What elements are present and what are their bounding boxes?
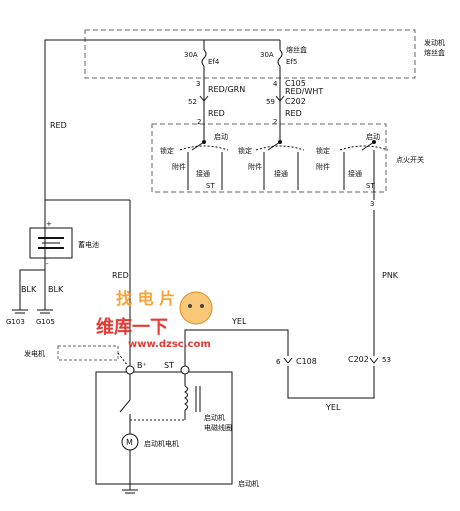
- wire-label-red-2: RED: [285, 109, 302, 118]
- pin-52: 52: [188, 98, 197, 106]
- ign-st-1: ST: [206, 182, 215, 190]
- wire-label-red-wht: RED/WHT: [285, 87, 323, 96]
- fuse-ef4-symbol: [201, 49, 207, 67]
- watermark-site-cn: 维库一下: [96, 316, 168, 338]
- ignition-switch-box: [151, 123, 387, 193]
- wire-yel-bottom: [287, 366, 375, 399]
- starter-label: 启动机: [238, 479, 259, 488]
- connector-59-symbol: [275, 95, 285, 102]
- battery-label: 蓄电池: [78, 240, 99, 249]
- ground-g103: G103: [6, 318, 25, 326]
- connector-c202-bottom-symbol: [369, 357, 379, 364]
- fuse-box-label-1: 发动机: [424, 38, 445, 47]
- ign-lock-3: 锁定: [316, 146, 330, 155]
- connector-c108-symbol: [283, 357, 293, 364]
- ign-start-3: 启动: [366, 132, 380, 141]
- generator-box: [57, 345, 119, 361]
- ground-g105: G105: [36, 318, 55, 326]
- fuse-ef5-symbol: [277, 49, 283, 67]
- battery-symbol: [29, 227, 73, 259]
- wire-label-blk-1: BLK: [21, 285, 37, 294]
- pin-3-bottom: 3: [370, 200, 374, 208]
- starter-contact: [119, 399, 131, 413]
- terminal-st: [180, 365, 190, 375]
- ign-on-1: 接通: [196, 169, 210, 178]
- wire-label-red-left: RED: [50, 121, 67, 130]
- generator-label: 发电机: [24, 349, 45, 358]
- solenoid-label-2: 电磁线圈: [204, 423, 232, 432]
- watermark-mascot-icon: [179, 291, 213, 325]
- watermark: 找 电 片 维库一下 www.dzsc.com: [96, 289, 213, 350]
- battery-plus: +: [46, 220, 52, 228]
- ign-acc-2: 附件: [248, 162, 262, 171]
- watermark-url: www.dzsc.com: [128, 339, 211, 350]
- ign-on-3: 接通: [348, 169, 362, 178]
- wire-label-red-1: RED: [208, 109, 225, 118]
- ign-start-1: 启动: [214, 132, 228, 141]
- motor-label: 启动机电机: [144, 439, 179, 448]
- connector-52-symbol: [199, 95, 209, 102]
- starter-box: [95, 371, 233, 485]
- fuse-ef5-name: Ef5: [286, 58, 297, 66]
- watermark-logo-text: 找 电 片: [116, 289, 175, 308]
- connector-c202-bottom: C202: [348, 355, 369, 364]
- wire-label-pnk: PNK: [382, 271, 399, 280]
- wire-label-blk-2: BLK: [48, 285, 64, 294]
- battery-feed-wire: [44, 39, 204, 270]
- pin-2a: 2: [197, 118, 201, 126]
- terminal-st-label: ST: [164, 361, 174, 370]
- connector-c105: C105: [285, 79, 306, 88]
- pin-3: 3: [196, 80, 200, 88]
- ign-st-3: ST: [366, 182, 375, 190]
- pin-4: 4: [273, 80, 278, 88]
- ign-on-2: 接通: [274, 169, 288, 178]
- ign-acc-1: 附件: [172, 162, 186, 171]
- wire-label-yel-2: YEL: [325, 403, 341, 412]
- pin-59: 59: [266, 98, 275, 106]
- battery-minus: -: [46, 260, 49, 268]
- pin-2b: 2: [273, 118, 277, 126]
- motor-m: M: [126, 438, 133, 447]
- fuse-ef4-name: Ef4: [208, 58, 220, 66]
- fuse-ef5-rating: 30A: [260, 51, 274, 59]
- wire-label-red-mid: RED: [112, 271, 129, 280]
- ignition-switch-label: 点火开关: [396, 155, 424, 164]
- fuse-ef5-caption: 熔丝盒: [286, 45, 307, 54]
- connector-c108: C108: [296, 357, 317, 366]
- wire-label-yel-1: YEL: [231, 317, 247, 326]
- solenoid-coil-symbol: [184, 385, 188, 411]
- solenoid-label-1: 启动机: [204, 413, 225, 422]
- ign-lock-2: 锁定: [238, 146, 252, 155]
- pin-6: 6: [276, 358, 281, 366]
- fuse-box-border: [84, 29, 416, 79]
- pin-53: 53: [382, 356, 391, 364]
- terminal-b-plus: [125, 365, 135, 375]
- fuse-box-label-2: 熔丝盒: [424, 48, 445, 57]
- ign-acc-3: 附件: [316, 162, 330, 171]
- wire-label-red-grn: RED/GRN: [208, 85, 245, 94]
- connector-c202-top: C202: [285, 97, 306, 106]
- fuse-ef4-rating: 30A: [184, 51, 198, 59]
- wire-yel-top: [184, 329, 289, 370]
- terminal-b-plus-label: B⁺: [137, 361, 147, 370]
- ign-lock-1: 锁定: [160, 146, 174, 155]
